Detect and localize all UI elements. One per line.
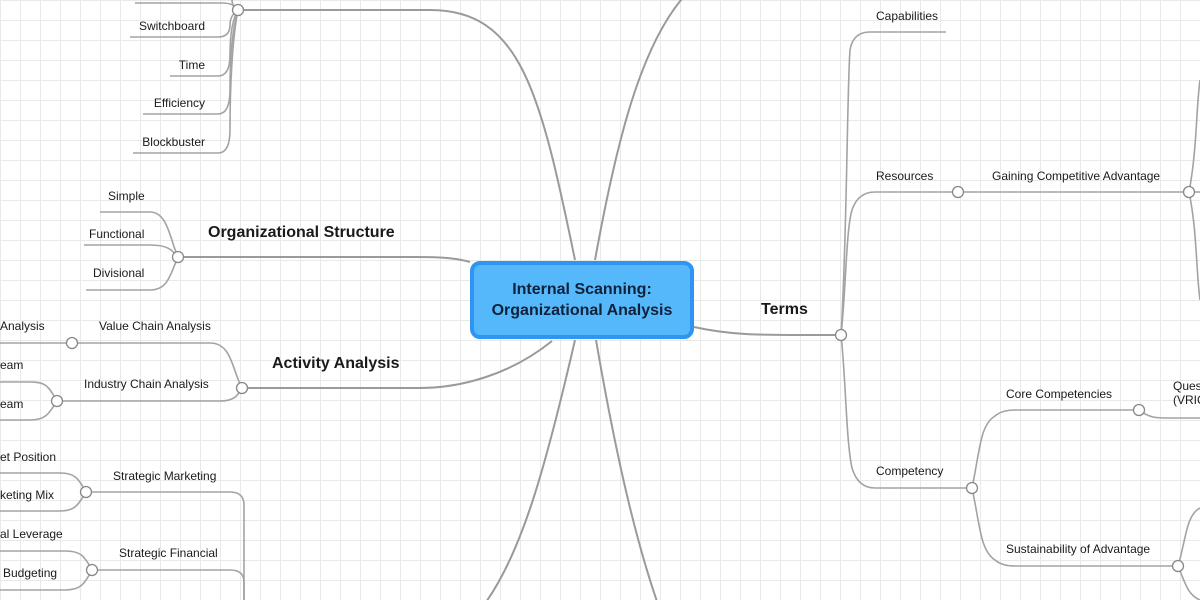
topic-switchboard[interactable]: Switchboard — [138, 19, 205, 33]
node-hub-org-structure — [171, 250, 185, 264]
topic-activity-analysis[interactable]: Activity Analysis — [272, 355, 400, 372]
edge-gaining-up — [1188, 79, 1200, 193]
edge-sustainability-up — [1177, 507, 1200, 567]
topic-strategic-marketing[interactable]: Strategic Marketing — [113, 469, 217, 483]
node-hub-activity — [235, 381, 249, 395]
topic-analysis-partial[interactable]: Analysis — [0, 319, 45, 333]
edge-central-terms — [693, 326, 841, 336]
topic-budgeting-partial[interactable]: Budgeting — [3, 566, 58, 580]
node-hub-marketing — [79, 485, 93, 499]
edge-competency-core — [971, 409, 1139, 489]
topic-blockbuster[interactable]: Blockbuster — [142, 135, 205, 149]
topic-capabilities[interactable]: Capabilities — [876, 9, 939, 23]
topic-resources[interactable]: Resources — [876, 169, 934, 183]
topic-gaining-competitive-advantage[interactable]: Gaining Competitive Advantage — [992, 169, 1161, 183]
edge-central-activity — [242, 340, 553, 389]
edge-strategic-financial — [92, 569, 245, 600]
central-topic[interactable]: Internal Scanning: Organizational Analys… — [470, 261, 694, 339]
node-hub-value-chain — [65, 336, 79, 350]
topic-organizational-structure[interactable]: Organizational Structure — [208, 224, 395, 241]
node-hub-core — [1132, 403, 1146, 417]
node-hub-resources — [951, 185, 965, 199]
topic-marketing-mix-partial[interactable]: keting Mix — [0, 488, 55, 502]
topic-financial-leverage-partial[interactable]: al Leverage — [0, 527, 63, 541]
topic-simple[interactable]: Simple — [108, 189, 145, 203]
node-hub-industry-chain — [50, 394, 64, 408]
central-topic-title: Internal Scanning: Organizational Analys… — [491, 281, 673, 319]
node-hub-top-group — [231, 3, 245, 17]
topic-divisional[interactable]: Divisional — [93, 266, 145, 280]
topic-efficiency[interactable]: Efficiency — [153, 96, 205, 110]
edge-central-bottom-right — [595, 339, 658, 600]
topic-strategic-financial[interactable]: Strategic Financial — [119, 546, 218, 560]
edge-activity-value-chain — [72, 342, 243, 389]
edge-top-group-time — [170, 9, 239, 77]
edge-competency-sustainability — [971, 487, 1178, 567]
topic-functional[interactable]: Functional — [89, 227, 145, 241]
edge-top-group-upper-item — [135, 2, 239, 11]
node-hub-competency — [965, 481, 979, 495]
edge-strategic-spine — [86, 491, 245, 600]
edge-terms-competency — [840, 334, 972, 489]
topic-core-competencies[interactable]: Core Competencies — [1006, 387, 1113, 401]
edge-top-group-switchboard — [130, 9, 239, 38]
topic-eam-partial-2[interactable]: eam — [0, 397, 24, 411]
topic-value-chain-analysis[interactable]: Value Chain Analysis — [99, 319, 211, 333]
edge-terms-capabilities — [840, 31, 946, 336]
edge-gaining-down — [1188, 191, 1200, 301]
topic-market-position-partial[interactable]: et Position — [0, 450, 57, 464]
topic-eam-partial-1[interactable]: eam — [0, 358, 24, 372]
topic-competency[interactable]: Competency — [876, 464, 944, 478]
topic-industry-chain-analysis[interactable]: Industry Chain Analysis — [84, 377, 209, 391]
edge-central-top-group — [238, 9, 576, 261]
topic-sustainability-of-advantage[interactable]: Sustainability of Advantage — [1006, 542, 1151, 556]
node-hub-financial — [85, 563, 99, 577]
node-hub-gaining — [1182, 185, 1196, 199]
node-hub-sustainability — [1171, 559, 1185, 573]
node-hub-terms — [834, 328, 848, 342]
edge-central-top-right — [594, 0, 683, 261]
edge-top-group-blockbuster — [133, 9, 239, 154]
edge-org-functional — [84, 244, 179, 258]
edge-central-bottom-left — [486, 339, 576, 600]
edge-org-simple — [100, 211, 179, 258]
topic-questions-vrio-partial[interactable]: Ques (VRIO — [1173, 379, 1200, 407]
topic-time[interactable]: Time — [178, 58, 205, 72]
edge-core-question — [1138, 409, 1200, 419]
edge-central-org-structure — [178, 255, 471, 263]
edge-terms-resources — [840, 191, 958, 336]
topic-terms[interactable]: Terms — [761, 301, 808, 318]
